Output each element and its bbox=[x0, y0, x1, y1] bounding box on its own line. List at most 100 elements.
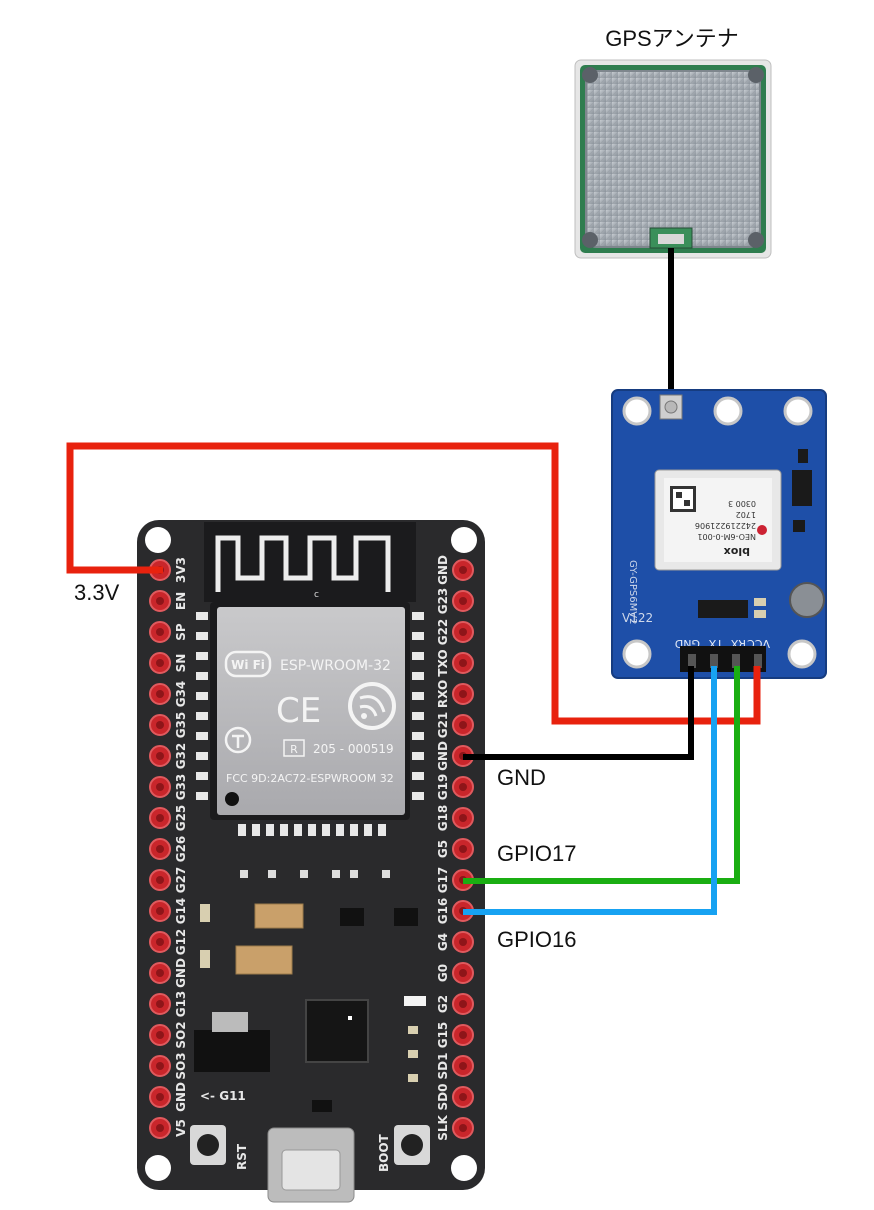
left-pin-label: V5 bbox=[174, 1119, 188, 1137]
gps-board-label: GY-GPS6MV2 bbox=[627, 560, 638, 624]
boot-label: BOOT bbox=[377, 1133, 391, 1172]
left-pin-hole bbox=[156, 1062, 164, 1070]
right-pin-hole bbox=[459, 721, 467, 729]
espressif-logo-icon bbox=[348, 682, 396, 730]
left-pin-hole bbox=[156, 1031, 164, 1039]
left-pin-label: G32 bbox=[174, 743, 188, 770]
left-pin-label: SN bbox=[174, 654, 188, 673]
chip-line-1: NEO-6M-0-001 bbox=[697, 532, 756, 541]
right-pin-label: GND bbox=[436, 555, 450, 585]
right-pin-label: G23 bbox=[436, 588, 450, 615]
usb-uart-chip bbox=[305, 999, 369, 1063]
telec-mark-icon bbox=[224, 726, 252, 754]
right-pin-label: G15 bbox=[436, 1022, 450, 1049]
gps-version-label: V122 bbox=[622, 611, 653, 625]
left-pin-label: G35 bbox=[174, 712, 188, 739]
right-pin-label: G5 bbox=[436, 840, 450, 858]
left-pin-hole bbox=[156, 1124, 164, 1132]
left-pin-label: SO3 bbox=[174, 1052, 188, 1079]
left-pin-label: G33 bbox=[174, 774, 188, 801]
chip-line-4: 0300 3 bbox=[728, 499, 756, 508]
rst-button[interactable] bbox=[190, 1125, 226, 1165]
smd-components bbox=[194, 870, 426, 1112]
right-pin-label: SD0 bbox=[436, 1084, 450, 1111]
micro-usb-port[interactable] bbox=[267, 1127, 355, 1203]
esp32-board: c Wi Fi ESP-WROOM-32 CE R 205 - 000519 F… bbox=[137, 520, 485, 1203]
wire-gpio17-tx bbox=[463, 666, 740, 884]
left-pin-hole bbox=[156, 969, 164, 977]
chip-line-2: 242219221906 bbox=[695, 521, 756, 530]
label-gpio16: GPIO16 bbox=[497, 927, 576, 952]
boot-button[interactable] bbox=[394, 1125, 430, 1165]
wire-gnd bbox=[463, 666, 694, 760]
g11-label: <- G11 bbox=[200, 1089, 246, 1103]
right-pin-label: RXO bbox=[436, 680, 450, 708]
ce-mark: CE bbox=[276, 691, 321, 731]
right-pin-label: TXO bbox=[436, 649, 450, 676]
wire-3v3-vcc bbox=[66, 442, 761, 725]
pcb-antenna-trace bbox=[215, 535, 391, 592]
right-pin-hole bbox=[459, 1062, 467, 1070]
left-pin-label: 3V3 bbox=[174, 557, 188, 583]
right-pin-hole bbox=[459, 659, 467, 667]
left-pin-label: GND bbox=[174, 958, 188, 988]
left-pin-hole bbox=[156, 845, 164, 853]
chip-brand: blox bbox=[724, 545, 750, 558]
right-pin-label: G0 bbox=[436, 964, 450, 982]
rst-label: RST bbox=[235, 1143, 249, 1170]
right-pin-label: G17 bbox=[436, 867, 450, 894]
left-pin-hole bbox=[156, 752, 164, 760]
left-pin-hole bbox=[156, 597, 164, 605]
right-pin-hole bbox=[459, 1000, 467, 1008]
label-gpio17: GPIO17 bbox=[497, 841, 576, 866]
right-pin-label: G16 bbox=[436, 898, 450, 925]
left-pin-label: G25 bbox=[174, 805, 188, 832]
right-pin-hole bbox=[459, 690, 467, 698]
left-pin-label: G14 bbox=[174, 898, 188, 925]
right-pin-hole bbox=[459, 845, 467, 853]
left-pin-hole bbox=[156, 938, 164, 946]
left-pin-hole bbox=[156, 1093, 164, 1101]
right-pin-label: G18 bbox=[436, 805, 450, 832]
left-pin-label: G12 bbox=[174, 929, 188, 956]
label-gnd: GND bbox=[497, 765, 546, 790]
right-pin-label: SD1 bbox=[436, 1053, 450, 1080]
cert-number: 205 - 000519 bbox=[313, 742, 394, 756]
fcc-id: FCC 9D:2AC72-ESPWROOM 32 bbox=[226, 772, 394, 785]
right-pin-label: G21 bbox=[436, 712, 450, 739]
wire-gpio16-rx bbox=[463, 666, 717, 915]
right-pin-label: G19 bbox=[436, 774, 450, 801]
r-mark: R bbox=[290, 743, 298, 756]
antenna-title: GPSアンテナ bbox=[605, 26, 739, 51]
left-pin-label: G34 bbox=[174, 681, 188, 708]
left-pin-label: SP bbox=[174, 623, 188, 641]
module-name: ESP-WROOM-32 bbox=[280, 658, 391, 674]
right-pin-hole bbox=[459, 814, 467, 822]
left-pin-hole bbox=[156, 876, 164, 884]
right-pin-hole bbox=[459, 597, 467, 605]
left-pin-hole bbox=[156, 1000, 164, 1008]
left-pin-hole bbox=[156, 907, 164, 915]
left-pin-label: G26 bbox=[174, 836, 188, 863]
wifi-logo-text: Wi Fi bbox=[231, 658, 265, 672]
left-pin-label: G27 bbox=[174, 867, 188, 894]
chip-line-3: 1702 bbox=[736, 510, 756, 519]
right-pin-label: G4 bbox=[436, 933, 450, 951]
right-pin-hole bbox=[459, 1031, 467, 1039]
wifi-icon bbox=[224, 650, 272, 678]
right-pin-label: GND bbox=[436, 741, 450, 771]
right-pin-label: SLK bbox=[436, 1115, 450, 1141]
left-pin-hole bbox=[156, 659, 164, 667]
left-pin-label: EN bbox=[174, 592, 188, 610]
gps-module: blox NEO-6M-0-001 242219221906 1702 0300… bbox=[611, 389, 827, 679]
left-pin-label: GND bbox=[174, 1082, 188, 1112]
right-pin-hole bbox=[459, 938, 467, 946]
left-pin-label: SO2 bbox=[174, 1021, 188, 1048]
right-pin-hole bbox=[459, 628, 467, 636]
right-pin-label: G22 bbox=[436, 619, 450, 646]
left-pin-hole bbox=[156, 628, 164, 636]
right-pin-hole bbox=[459, 969, 467, 977]
right-pin-hole bbox=[459, 1093, 467, 1101]
